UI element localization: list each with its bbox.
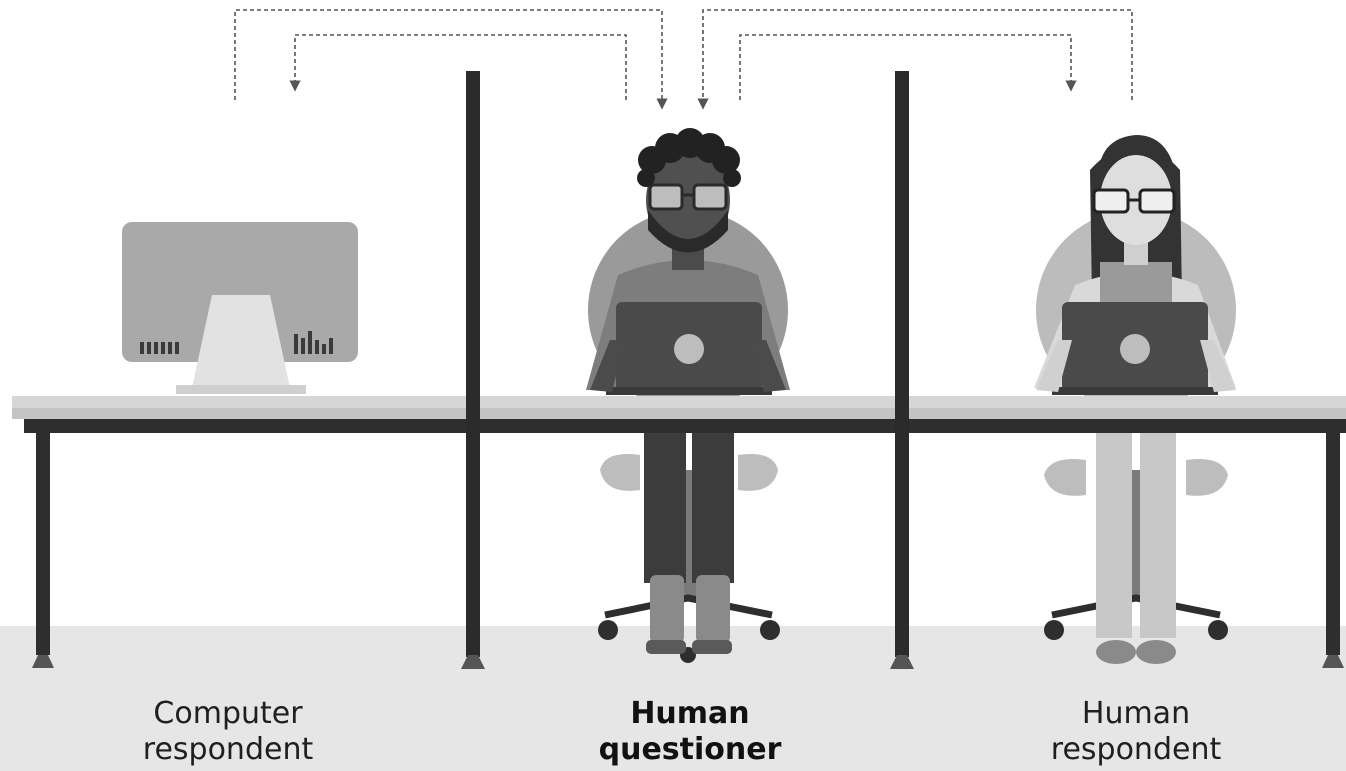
caption-human-respondent: Human respondent xyxy=(986,696,1286,768)
laptop-icon xyxy=(1052,302,1218,395)
divider xyxy=(461,71,914,669)
communication-arrows xyxy=(234,9,1133,110)
dashed-arrow-icon xyxy=(697,9,1133,110)
caption-line: respondent xyxy=(142,732,314,767)
dashed-arrow-icon xyxy=(234,9,668,110)
computer-monitor-icon xyxy=(122,222,358,394)
caption-line: respondent xyxy=(1050,732,1222,767)
dashed-arrow-icon xyxy=(289,34,627,100)
person-respondent-legs xyxy=(1096,433,1176,664)
desk xyxy=(12,396,1346,668)
caption-line: Computer xyxy=(153,696,303,731)
caption-human-questioner: Human questioner xyxy=(540,696,840,768)
person-questioner-legs xyxy=(644,433,734,654)
laptop-icon xyxy=(606,302,772,395)
caption-line: questioner xyxy=(598,732,782,767)
caption-line: Human xyxy=(1081,696,1191,731)
dashed-arrow-icon xyxy=(739,34,1077,100)
caption-line: Human xyxy=(630,696,750,731)
caption-computer-respondent: Computer respondent xyxy=(78,696,378,768)
office-chair-icon xyxy=(1044,459,1228,640)
